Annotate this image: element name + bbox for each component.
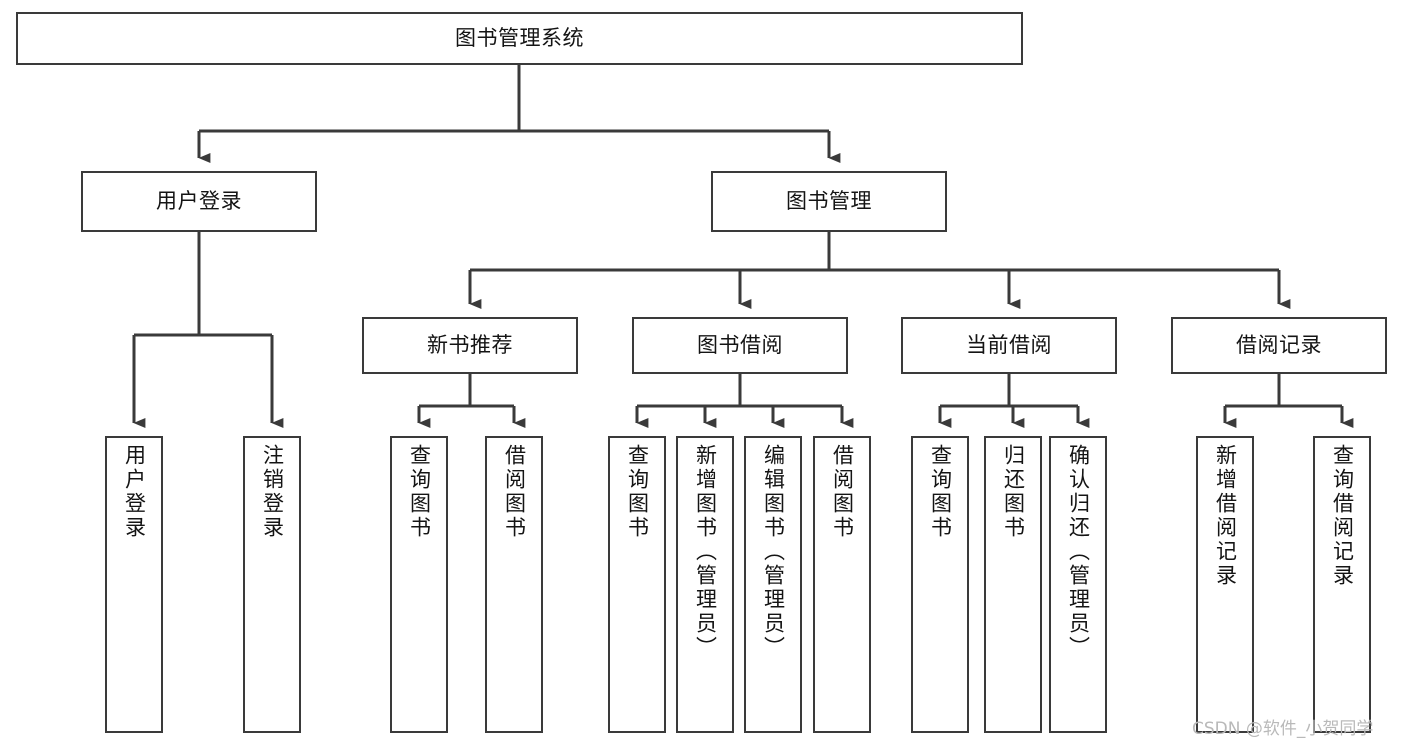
node-label: 图书管理系统 <box>455 26 584 51</box>
node-label: 查询借阅记录 <box>1330 444 1355 588</box>
node-leaf-add-book[interactable]: 新增图书（管理员） <box>676 436 734 733</box>
node-user-login[interactable]: 用户登录 <box>81 171 317 232</box>
node-leaf-add-borrow-record[interactable]: 新增借阅记录 <box>1196 436 1254 733</box>
node-book-manage[interactable]: 图书管理 <box>711 171 947 232</box>
csdn-watermark: CSDN @软件_小贺同学 <box>1192 719 1374 739</box>
node-leaf-query-book-current[interactable]: 查询图书 <box>911 436 969 733</box>
node-label: 新书推荐 <box>427 333 513 358</box>
node-leaf-user-login[interactable]: 用户登录 <box>105 436 163 733</box>
node-label: 注销登录 <box>260 444 285 540</box>
node-borrow-record[interactable]: 借阅记录 <box>1171 317 1387 374</box>
node-label: 借阅图书 <box>502 444 527 540</box>
node-label: 用户登录 <box>156 189 242 214</box>
node-new-book-recommend[interactable]: 新书推荐 <box>362 317 578 374</box>
node-label: 当前借阅 <box>966 333 1052 358</box>
node-label: 新增图书（管理员） <box>693 444 718 660</box>
node-leaf-borrow-book-rec[interactable]: 借阅图书 <box>485 436 543 733</box>
node-label: 图书管理 <box>786 189 872 214</box>
node-leaf-query-borrow-record[interactable]: 查询借阅记录 <box>1313 436 1371 733</box>
node-label: 确认归还（管理员） <box>1066 444 1091 660</box>
node-current-borrow[interactable]: 当前借阅 <box>901 317 1117 374</box>
node-leaf-edit-book[interactable]: 编辑图书（管理员） <box>744 436 802 733</box>
node-leaf-logout-login[interactable]: 注销登录 <box>243 436 301 733</box>
node-label: 用户登录 <box>122 444 147 540</box>
node-label: 查询图书 <box>928 444 953 540</box>
node-leaf-return-book[interactable]: 归还图书 <box>984 436 1042 733</box>
node-root-system[interactable]: 图书管理系统 <box>16 12 1023 65</box>
node-label: 图书借阅 <box>697 333 783 358</box>
node-label: 查询图书 <box>625 444 650 540</box>
node-label: 新增借阅记录 <box>1213 444 1238 588</box>
node-leaf-query-book-borrow[interactable]: 查询图书 <box>608 436 666 733</box>
node-label: 借阅记录 <box>1236 333 1322 358</box>
node-label: 归还图书 <box>1001 444 1026 540</box>
node-label: 借阅图书 <box>830 444 855 540</box>
node-leaf-confirm-return[interactable]: 确认归还（管理员） <box>1049 436 1107 733</box>
node-leaf-query-book-rec[interactable]: 查询图书 <box>390 436 448 733</box>
node-label: 编辑图书（管理员） <box>761 444 786 660</box>
node-leaf-borrow-book-borrow[interactable]: 借阅图书 <box>813 436 871 733</box>
node-label: 查询图书 <box>407 444 432 540</box>
node-book-borrow[interactable]: 图书借阅 <box>632 317 848 374</box>
